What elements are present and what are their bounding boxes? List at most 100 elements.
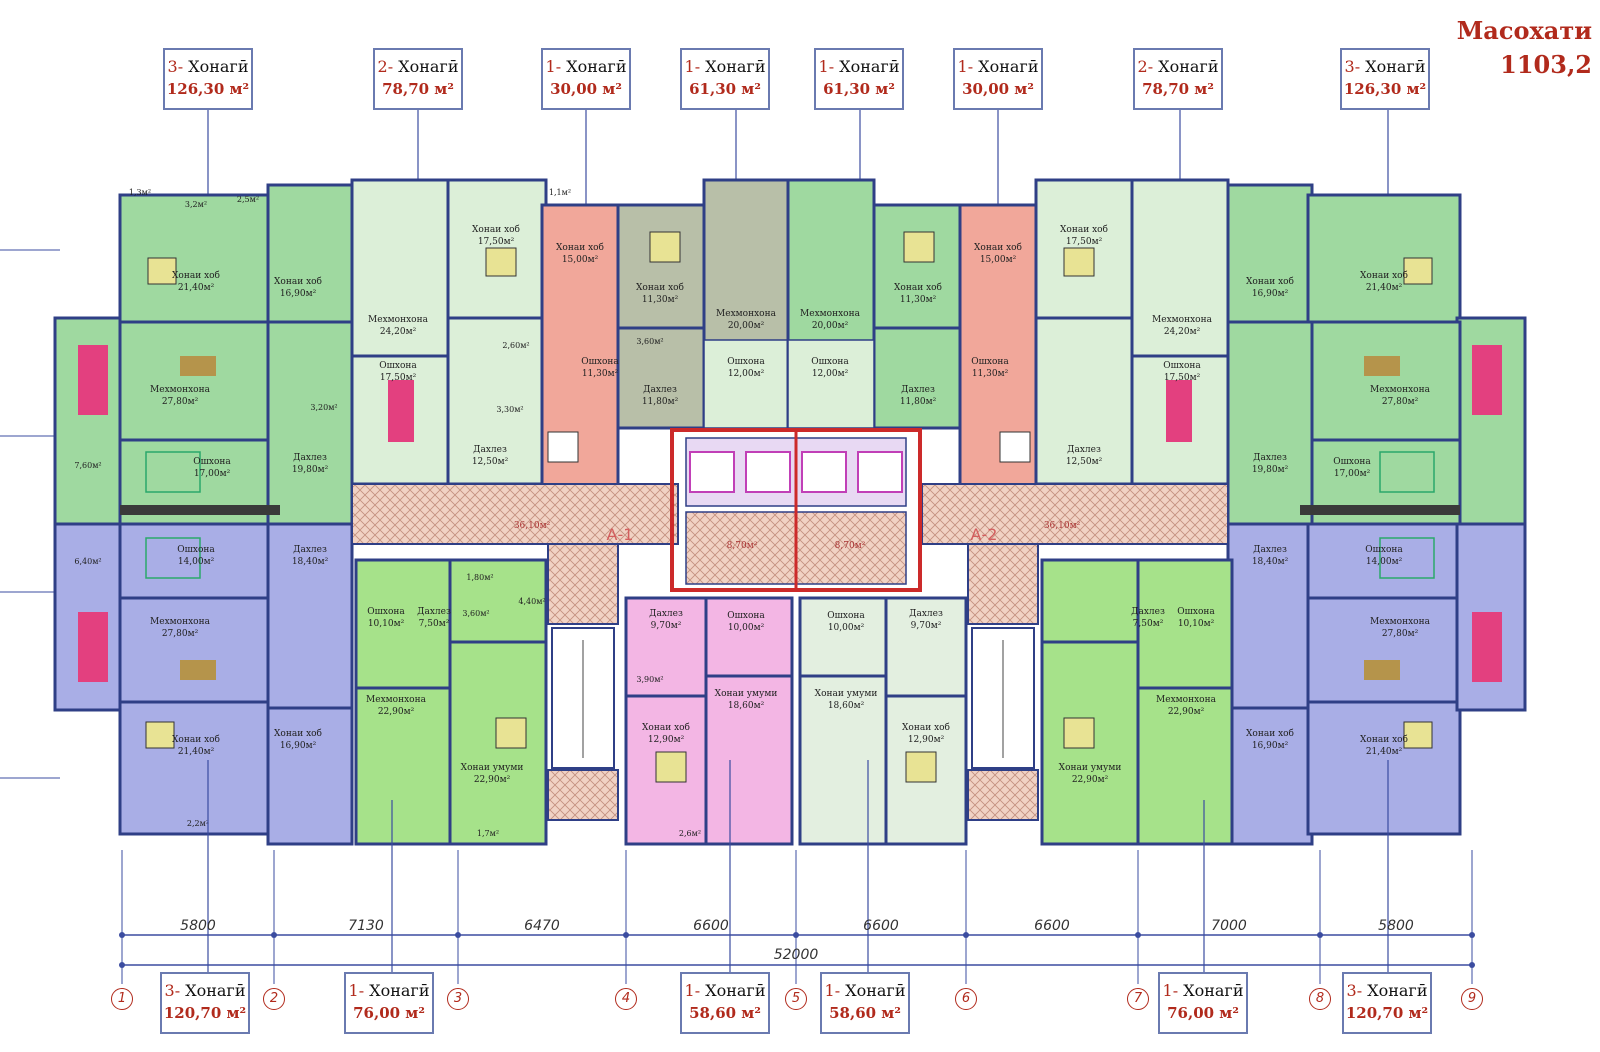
apartment-1room-olive-left — [616, 178, 790, 432]
unit-box-top-4: 1- Хонагӣ 61,30 м² — [680, 48, 770, 110]
title-line-1: Масохати — [1456, 16, 1592, 45]
corridor — [351, 483, 1229, 821]
unit-area: 76,00 м² — [1167, 1004, 1239, 1022]
unit-area: 120,70 м² — [163, 1004, 247, 1022]
room-label: Хонаи хоб — [172, 270, 220, 281]
area-tag: 6,40м² — [74, 557, 101, 566]
room-label: Дахлез — [643, 385, 677, 395]
room-label: Хонаи хоб — [1246, 728, 1294, 739]
axis-tag: 8 — [1309, 988, 1331, 1010]
stairs — [551, 627, 1035, 769]
area-tag: 1,7м² — [477, 829, 499, 838]
apartment-1room-green-right — [786, 178, 962, 432]
section-label: А-2 — [971, 525, 998, 544]
room-area: 12,00м² — [812, 369, 849, 379]
unit-area: 58,60 м² — [829, 1004, 901, 1022]
unit-box-bottom-2: 1- Хонагӣ 76,00 м² — [344, 972, 434, 1034]
room-label: Ошхона — [367, 607, 405, 617]
room-area: 27,80м² — [162, 397, 199, 407]
unit-rooms-label: Хонагӣ — [845, 981, 906, 1000]
unit-area: 58,60 м² — [689, 1004, 761, 1022]
unit-rooms-count: 3- — [164, 981, 181, 1000]
room-area: 10,10м² — [368, 619, 405, 629]
unit-rooms-count: 1- — [957, 57, 974, 76]
room-area: 12,50м² — [472, 457, 509, 467]
unit-area: 78,70 м² — [382, 80, 454, 98]
room-label: Мехмонхона — [1152, 315, 1213, 325]
area-tag: 1,3м² — [129, 188, 151, 197]
apartment-3room-bottom-left — [53, 522, 354, 846]
section-markers: А-1 А-2 — [607, 525, 998, 544]
unit-rooms-label: Хонагӣ — [185, 981, 246, 1000]
room-label: Мехмонхона — [1370, 385, 1431, 395]
room-label: Ошхона — [1177, 607, 1215, 617]
unit-rooms-label: Хонагӣ — [978, 57, 1039, 76]
room-area: 10,10м² — [1178, 619, 1215, 629]
unit-box-top-3: 1- Хонагӣ 30,00 м² — [541, 48, 631, 110]
room-area: 17,50м² — [1164, 373, 1201, 383]
unit-area: 61,30 м² — [823, 80, 895, 98]
unit-rooms-count: 3- — [1344, 57, 1361, 76]
unit-rooms-label: Хонагӣ — [705, 57, 766, 76]
area-tag: 2,60м² — [502, 341, 529, 350]
unit-area: 30,00 м² — [550, 80, 622, 98]
unit-box-top-6: 1- Хонагӣ 30,00 м² — [953, 48, 1043, 110]
area-tag: 1,1м² — [549, 188, 571, 197]
room-area: 12,50м² — [1066, 457, 1103, 467]
room-area: 11,30м² — [642, 295, 679, 305]
unit-rooms-label: Хонагӣ — [188, 57, 249, 76]
dimension-ticks — [119, 932, 1475, 968]
room-area: 10,00м² — [828, 623, 865, 633]
unit-area: 78,70 м² — [1142, 80, 1214, 98]
room-label: Мехмонхона — [366, 695, 427, 705]
dimension-label: 5800 — [1378, 918, 1414, 934]
corridor-area: 8,70м² — [835, 541, 866, 551]
axis-tag: 4 — [615, 988, 637, 1010]
apartment-1room-lime-right — [1040, 558, 1234, 846]
room-area: 15,00м² — [562, 255, 599, 265]
room-label: Дахлез — [473, 445, 507, 455]
room-label: Хонаи хоб — [894, 282, 942, 293]
room-label: Хонаи хоб — [636, 282, 684, 293]
room-area: 27,80м² — [1382, 397, 1419, 407]
room-area: 16,90м² — [1252, 741, 1289, 751]
unit-rooms-label: Хонагӣ — [1365, 57, 1426, 76]
room-area: 17,50м² — [380, 373, 417, 383]
room-label: Мехмонхона — [716, 309, 777, 319]
room-area: 24,20м² — [380, 327, 417, 337]
unit-rooms-count: 1- — [684, 981, 701, 1000]
room-area: 16,90м² — [1252, 289, 1289, 299]
area-tag: 7,60м² — [74, 461, 101, 470]
axis-tag: 3 — [447, 988, 469, 1010]
unit-box-top-8: 3- Хонагӣ 126,30 м² — [1340, 48, 1430, 110]
room-label: Хонаи хоб — [274, 728, 322, 739]
apartment-1room-light-right — [798, 596, 968, 846]
title-line-2: 1103,2 — [1500, 50, 1592, 79]
area-tag: 4,40м² — [518, 597, 545, 606]
room-label: Мехмонхона — [1156, 695, 1217, 705]
room-area: 9,70м² — [651, 621, 682, 631]
area-tag: 3,60м² — [636, 337, 663, 346]
area-tag: 2,6м² — [679, 829, 701, 838]
unit-box-top-1: 3- Хонагӣ 126,30 м² — [163, 48, 253, 110]
room-label: Дахлез — [1253, 545, 1287, 555]
unit-area: 120,70 м² — [1345, 1004, 1429, 1022]
axis-lines — [121, 850, 1473, 984]
room-label: Мехмонхона — [368, 315, 429, 325]
bottom-leader-lines — [207, 760, 1389, 975]
unit-box-bottom-3: 1- Хонагӣ 58,60 м² — [680, 972, 770, 1034]
room-area: 15,00м² — [980, 255, 1017, 265]
room-label: Дахлез — [1067, 445, 1101, 455]
unit-box-top-7: 2- Хонагӣ 78,70 м² — [1133, 48, 1223, 110]
room-labels: Хонаи хоб 21,40м² Хонаи хоб 16,90м² Мехм… — [150, 224, 777, 785]
room-label: Хонаи хоб — [642, 722, 690, 733]
room-label: Хонаи хоб — [472, 224, 520, 235]
room-label: Дахлез — [1131, 607, 1165, 617]
unit-box-bottom-6: 3- Хонагӣ 120,70 м² — [1342, 972, 1432, 1034]
room-area: 11,30м² — [972, 369, 1009, 379]
room-area: 21,40м² — [1366, 283, 1403, 293]
room-label: Хонаи хоб — [902, 722, 950, 733]
room-label: Хонаи хоб — [974, 242, 1022, 253]
room-label: Ошхона — [581, 357, 619, 367]
axis-tag: 2 — [263, 988, 285, 1010]
